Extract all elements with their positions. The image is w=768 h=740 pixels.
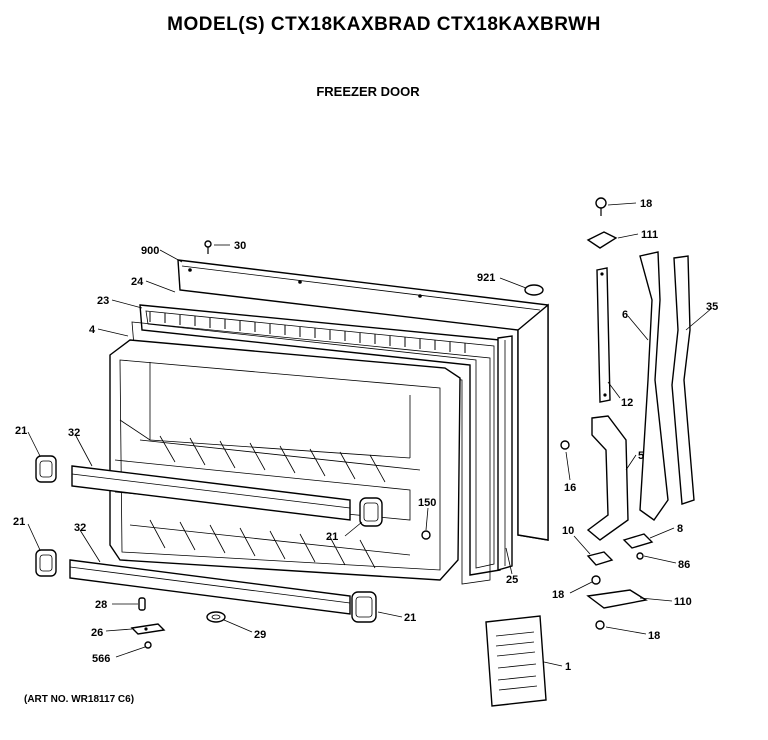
callout-21-upper-left: 21 (15, 425, 27, 437)
callout-23: 23 (97, 295, 109, 307)
callout-18-bottom: 18 (648, 630, 660, 642)
callout-8: 8 (677, 523, 683, 535)
callout-900: 900 (141, 245, 159, 257)
art-number: (ART NO. WR18117 C6) (24, 694, 135, 705)
callout-111: 111 (641, 229, 658, 241)
callout-86: 86 (678, 559, 690, 571)
callout-28: 28 (95, 599, 107, 611)
callout-30: 30 (234, 240, 246, 252)
callout-5: 5 (638, 450, 644, 462)
door-shelf-bars (69, 465, 351, 615)
callout-35: 35 (706, 301, 718, 313)
inner-door-liner (109, 339, 461, 581)
instruction-card (485, 615, 547, 707)
callout-12: 12 (621, 397, 633, 409)
callout-32-upper: 32 (68, 427, 80, 439)
callout-10: 10 (562, 525, 574, 537)
callout-24: 24 (131, 276, 144, 288)
callout-labels: 900 30 24 23 4 921 18 111 6 35 12 5 16 2… (13, 198, 718, 673)
callout-21-center: 21 (326, 531, 338, 543)
callout-921: 921 (477, 272, 495, 284)
callout-29: 29 (254, 629, 266, 641)
callout-1: 1 (565, 661, 571, 673)
callout-32-lower: 32 (74, 522, 86, 534)
shelf-end-caps (35, 455, 383, 623)
diagram-subtitle: FREEZER DOOR (316, 84, 420, 99)
diagram-title: MODEL(S) CTX18KAXBRAD CTX18KAXBRWH (167, 14, 601, 35)
callout-21-bottom: 21 (404, 612, 416, 624)
callout-4: 4 (89, 324, 96, 336)
callout-110: 110 (674, 596, 692, 608)
hinge-parts (560, 197, 695, 630)
callout-18-top: 18 (640, 198, 652, 210)
leader-lines (27, 202, 713, 667)
callout-150: 150 (418, 497, 436, 509)
callout-18-mid: 18 (552, 589, 564, 601)
callout-6: 6 (622, 309, 628, 321)
callout-21-lower-left: 21 (13, 516, 25, 528)
callout-25: 25 (506, 574, 518, 586)
side-gasket-strip (497, 335, 513, 571)
callout-566: 566 (92, 653, 110, 665)
callout-16: 16 (564, 482, 576, 494)
small-hardware (130, 240, 544, 649)
callout-26: 26 (91, 627, 103, 639)
outer-door-panel (177, 259, 549, 541)
